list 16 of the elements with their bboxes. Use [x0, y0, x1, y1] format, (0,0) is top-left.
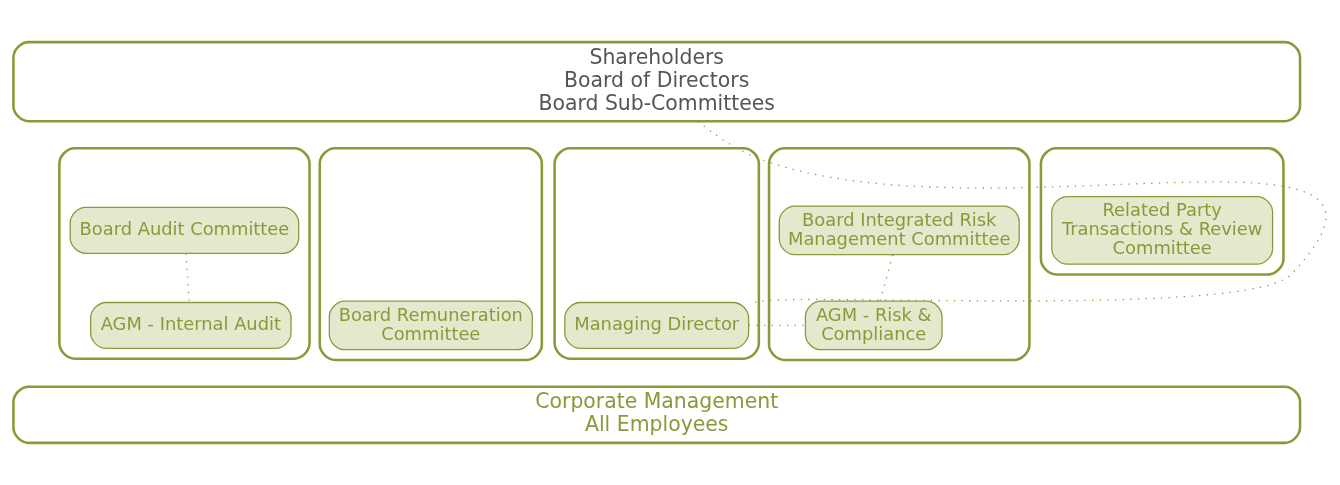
node-box: Related Party Transactions & Review Committee — [1051, 195, 1274, 265]
node-box: Corporate Management All Employees — [12, 385, 1302, 445]
cluster — [553, 146, 761, 360]
cluster — [1039, 146, 1285, 276]
node-box: Managing Director — [564, 301, 750, 350]
node-box: Board Audit Committee — [69, 206, 300, 254]
node-box: Shareholders Board of Directors Board Sub-Committees — [12, 40, 1302, 123]
cluster — [58, 146, 311, 360]
connector — [185, 252, 190, 304]
node-box: Board Remuneration Committee — [328, 300, 533, 351]
connector — [697, 120, 1326, 304]
node-box: AGM - Risk & Compliance — [804, 300, 943, 351]
cluster — [318, 146, 544, 362]
node-box: Board Integrated Risk Management Committee — [778, 205, 1020, 256]
node-box: AGM - Internal Audit — [90, 301, 292, 350]
cluster — [767, 146, 1031, 362]
